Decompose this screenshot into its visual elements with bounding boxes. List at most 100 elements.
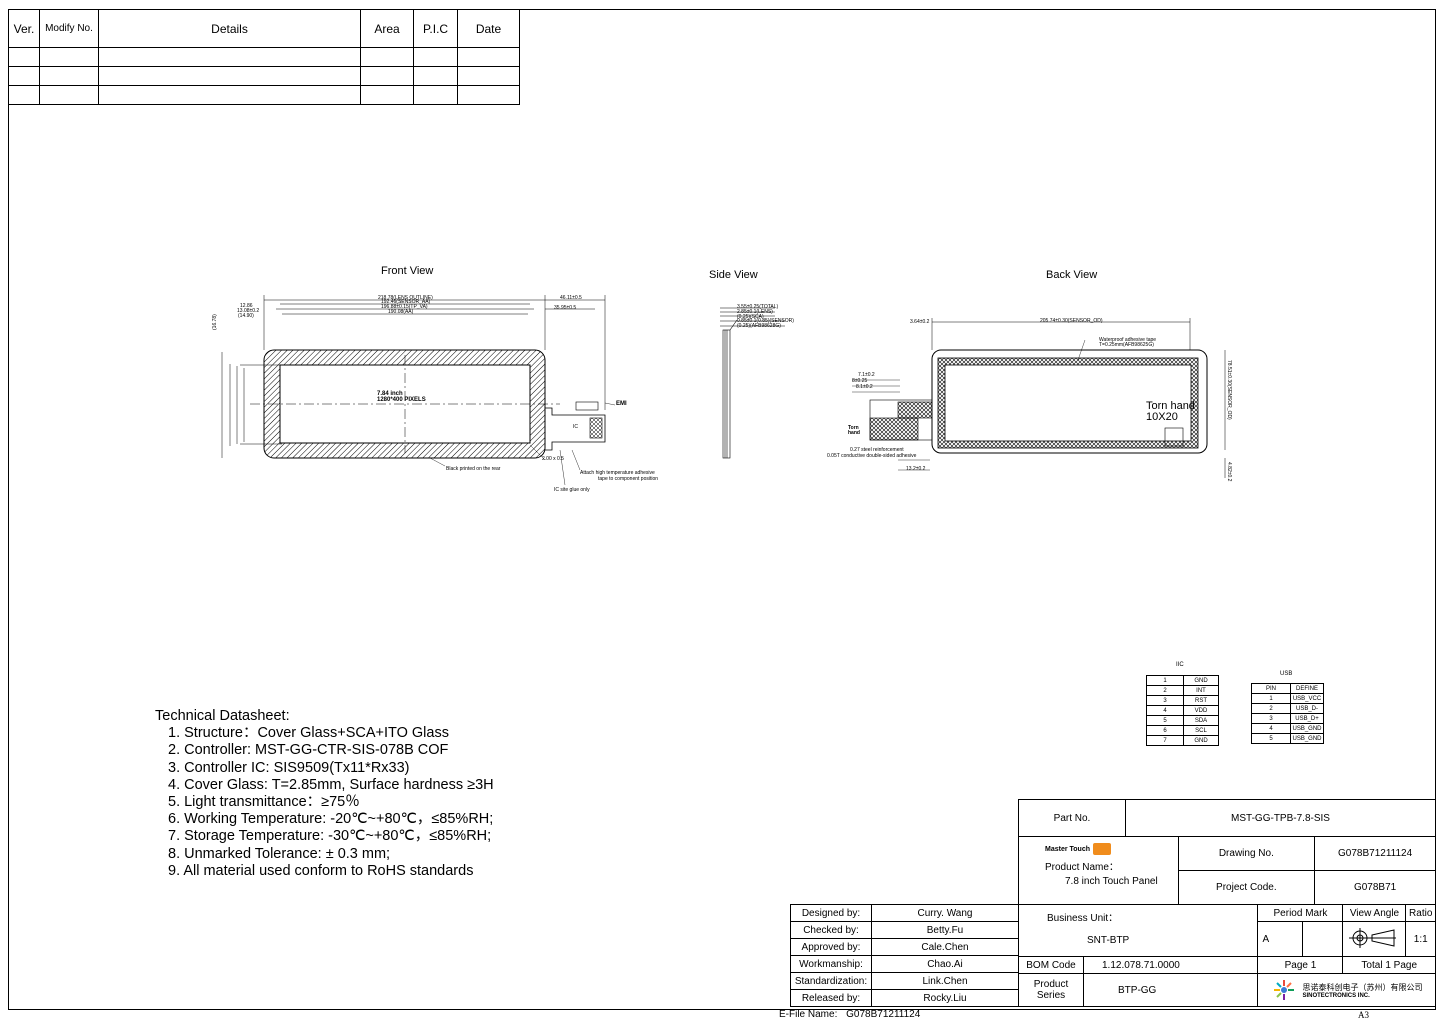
side-view-drawing <box>720 307 785 459</box>
product-series-value: BTP-GG <box>1082 973 1259 1007</box>
signoff-person: Curry. Wang <box>871 904 1019 922</box>
table-row <box>8 66 520 86</box>
front-view-title: Front View <box>381 265 434 277</box>
revision-table: Ver. Modify No. Details Area P.I.C Date <box>8 9 520 105</box>
dim-tail-2: 35.95±0.5 <box>554 305 577 311</box>
company-name-cn: 思诺泰科创电子（苏州）有限公司 <box>1302 982 1423 992</box>
iic-pin: 6 <box>1146 725 1184 736</box>
datasheet-item: 1. Structure：Cover Glass+SCA+ITO Glass <box>168 725 449 742</box>
logo-icon <box>1093 843 1111 855</box>
datasheet-item: 6. Working Temperature: -20℃~+80℃，≤85%RH… <box>168 811 494 828</box>
signoff-person: Chao.Ai <box>871 955 1019 973</box>
efile-value: G078B71211124 <box>846 1009 921 1020</box>
usb-define: USB_GND <box>1290 733 1324 744</box>
side-view-title: Side View <box>709 269 758 281</box>
project-code-value: G078B71 <box>1314 870 1436 905</box>
dim-vert-1: (16.78) <box>212 314 218 330</box>
business-unit-cell: Business Unit： SNT-BTP <box>1017 904 1259 957</box>
table-row <box>8 47 520 67</box>
note-black-print: Black printed on the rear <box>446 466 501 472</box>
note-small-dim: 2.00 x 0.5 <box>542 456 564 462</box>
back-dim-bottom: 4.82±0.2 <box>1226 462 1232 482</box>
datasheet-item: 3. Controller IC: SIS9509(Tx11*Rx33) <box>168 759 410 776</box>
drawing-frame <box>8 9 1436 1010</box>
product-name-value: 7.8 inch Touch Panel <box>1065 876 1158 887</box>
signoff-person: Betty.Fu <box>871 921 1019 939</box>
dim-aa: 190.08(AA) <box>388 309 414 315</box>
side-dim-total: 3.55±0.25(TOTAL) <box>737 304 779 310</box>
usb-header-define: DEFINE <box>1290 683 1324 694</box>
back-dim-height: 78.51±0.30(SENSOR_OD) <box>1226 360 1232 420</box>
back-view-title: Back View <box>1046 269 1098 281</box>
dim-lens-outline: 218.78(LENS OUTLINE) <box>378 295 433 301</box>
business-unit-label: Business Unit： <box>1047 913 1119 924</box>
business-unit-value: SNT-BTP <box>1087 935 1130 946</box>
master-touch-logo: Master Touch <box>1045 843 1178 855</box>
signoff-person: Link.Chen <box>871 972 1019 990</box>
iic-pin: 4 <box>1146 705 1184 716</box>
dim-sensor-aa: 192.46(SENSOR_AA) <box>381 299 431 305</box>
torn-hand-small: Torn hand <box>848 425 860 436</box>
rev-header-details: Details <box>98 9 361 48</box>
bom-code-value: 1.12.078.71.0000 <box>1082 956 1259 974</box>
iic-pin: 1 <box>1146 675 1184 686</box>
rev-header-pic: P.I.C <box>413 9 458 48</box>
iic-define: SDA <box>1183 715 1219 726</box>
back-dim-fpc-1: 7.1±0.2 <box>858 372 875 378</box>
signoff-role: Workmanship: <box>790 955 872 973</box>
iic-define: VDD <box>1183 705 1219 716</box>
center-label-size: 7.84 inch <box>377 391 403 397</box>
side-dim-sca: (0.25)(SCA) <box>737 313 764 320</box>
table-row: Workmanship:Chao.Ai <box>790 955 1019 973</box>
side-dim-sensor: 0.85±0.1(0.85)(SENSOR) <box>737 318 794 325</box>
projection-icon <box>1349 927 1397 948</box>
rev-header-date: Date <box>457 9 520 48</box>
iic-pin: 3 <box>1146 695 1184 706</box>
part-no-label: Part No. <box>1018 799 1126 837</box>
back-dim-fpc-bottom: 13.2±0.2 <box>906 466 926 472</box>
ratio-value: 1:1 <box>1405 921 1436 957</box>
rev-header-ver: Ver. <box>8 9 40 48</box>
note-adhesive-2: tape to component position <box>598 476 659 482</box>
usb-define: USB_GND <box>1290 723 1324 734</box>
drawing-no-label: Drawing No. <box>1177 836 1316 871</box>
dim-left-1: 12.86 <box>240 303 253 309</box>
iic-define: INT <box>1183 685 1219 696</box>
iic-pin: 2 <box>1146 685 1184 696</box>
datasheet-item: 8. Unmarked Tolerance: ± 0.3 mm; <box>168 845 391 862</box>
view-angle-label: View Angle <box>1342 904 1407 922</box>
back-note-waterproof: Waterproof adhesive tape <box>1099 337 1157 343</box>
back-dim-fpc-3: 8.1±0.2 <box>856 384 873 390</box>
side-dim-lens: 2.85±0.1(LENS) <box>737 308 773 315</box>
table-row: Checked by:Betty.Fu <box>790 921 1019 939</box>
back-dim-left: 3.64±0.2 <box>910 319 930 325</box>
company-logo: 思诺泰科创电子（苏州）有限公司 SINOTECTRONICS INC. <box>1272 978 1435 1002</box>
table-row <box>8 85 520 105</box>
product-name-cell: Master Touch Product Name： 7.8 inch Touc… <box>1018 836 1179 905</box>
ratio-label: Ratio <box>1405 904 1436 922</box>
signoff-role: Released by: <box>790 989 872 1007</box>
table-row: Released by:Rocky.Liu <box>790 989 1019 1007</box>
table-row: PIN DEFINE <box>1251 683 1324 694</box>
bom-code-label: BOM Code <box>1018 956 1084 974</box>
signoff-role: Designed by: <box>790 904 872 922</box>
company-name-en: SINOTECTRONICS INC. <box>1302 992 1370 999</box>
signoff-person: Cale.Chen <box>871 938 1019 956</box>
signoff-role: Checked by: <box>790 921 872 939</box>
iic-title: IIC <box>1176 662 1184 668</box>
projection-symbol-cell <box>1342 921 1407 957</box>
torn-hand-label: Torn hand 10X20 <box>1146 401 1195 423</box>
table-row: Designed by:Curry. Wang <box>790 904 1019 922</box>
dim-tail-1: 46.11±0.5 <box>560 295 582 301</box>
total-pages: Total 1 Page <box>1342 956 1436 974</box>
usb-pin: 2 <box>1251 703 1291 714</box>
